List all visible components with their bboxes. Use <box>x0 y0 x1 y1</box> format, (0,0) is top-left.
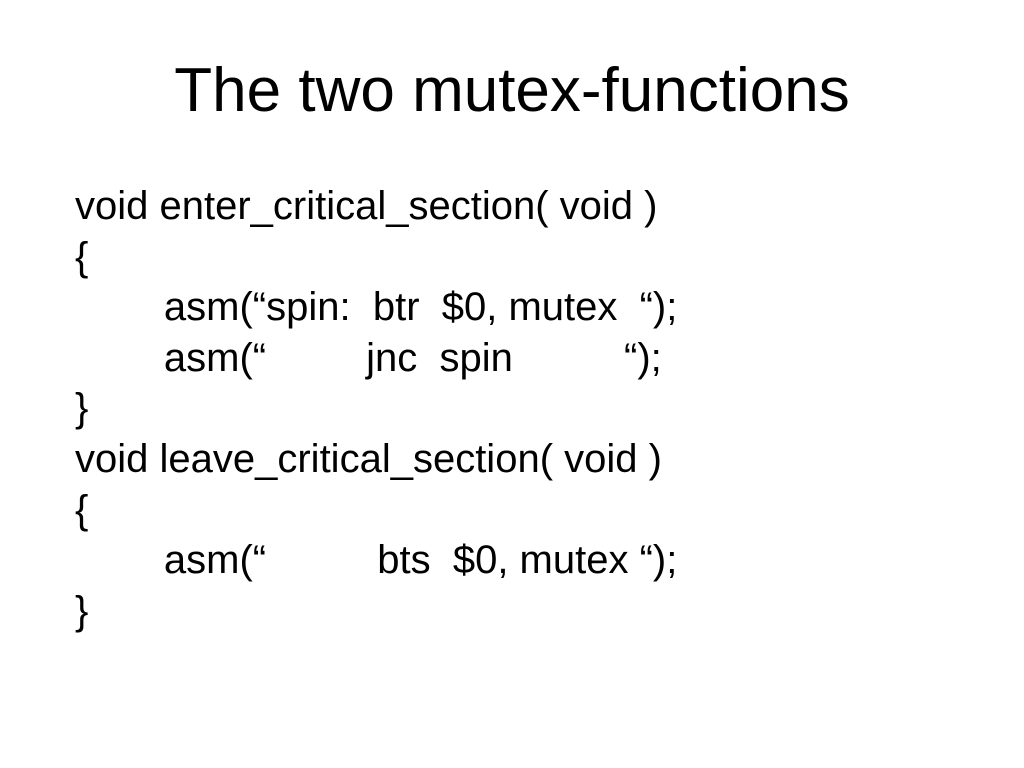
code-line-asm-bts: asm(“ bts $0, mutex “); <box>75 538 678 583</box>
code-line-open-brace: { <box>75 234 89 279</box>
code-line-close-brace: } <box>75 588 89 633</box>
code-line-asm-btr: asm(“spin: btr $0, mutex “); <box>75 285 678 330</box>
code-line-function-signature: void enter_critical_section( void ) <box>75 184 658 228</box>
code-line-open-brace: { <box>75 487 89 532</box>
code-line-close-brace: } <box>75 386 89 431</box>
slide-title: The two mutex-functions <box>174 56 850 125</box>
code-line-function-signature: void leave_critical_section( void ) <box>75 436 662 481</box>
code-line-asm-jnc: asm(“ jnc spin “); <box>75 335 662 380</box>
code-block: void enter_critical_section( void ) { as… <box>75 181 1014 636</box>
